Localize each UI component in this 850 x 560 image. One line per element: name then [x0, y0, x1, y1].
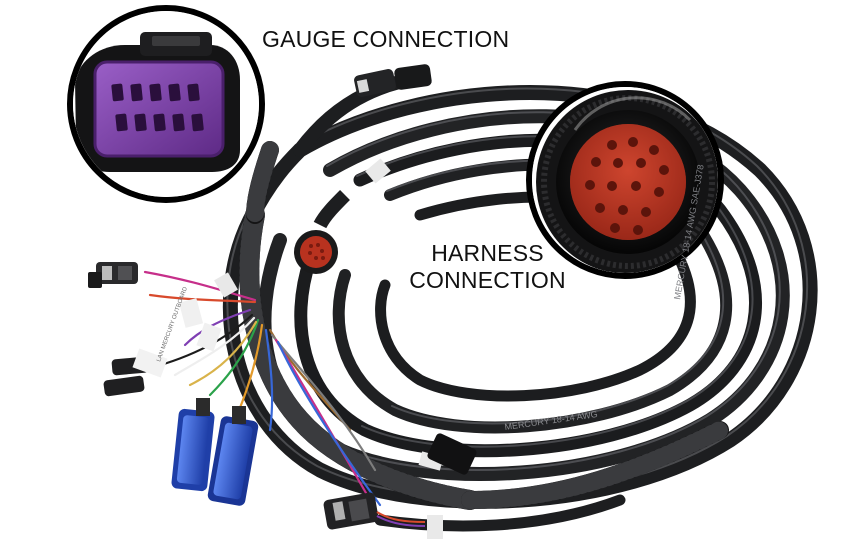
small-connectors-left: [88, 262, 238, 397]
harness-connection-label: HARNESS CONNECTION: [400, 240, 575, 294]
cable-coils: [222, 71, 818, 532]
harness-connection-inset: [526, 81, 724, 279]
gauge-connection-label: GAUGE CONNECTION: [262, 26, 510, 52]
harness-connection-label-line2: CONNECTION: [409, 267, 566, 293]
harness-connection-label-line1: HARNESS: [431, 240, 544, 266]
bottom-connector: [323, 492, 426, 530]
blue-connectors: [171, 398, 259, 506]
gauge-connection-inset: [67, 5, 265, 203]
gauge-pin-holes: [111, 83, 204, 132]
harness-connector-small: [294, 190, 350, 274]
harness-pins: [585, 137, 669, 235]
inline-connector-top: [354, 64, 432, 97]
cable-clip: [427, 433, 477, 475]
